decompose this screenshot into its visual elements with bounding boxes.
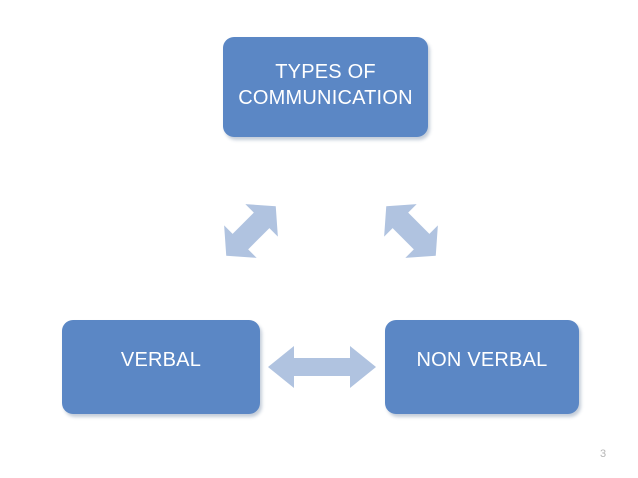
diagram-node-label: NON VERBAL [416, 349, 548, 372]
diagram-node-verbal[interactable]: VERBAL [62, 320, 260, 414]
diagram-node-types-of-communication[interactable]: TYPES OF COMMUNICATION [223, 37, 428, 137]
double-headed-diagonal-arrow-icon [224, 204, 278, 258]
diagram-node-label: TYPES OF COMMUNICATION [238, 61, 413, 109]
diagram-node-label: VERBAL [120, 349, 202, 372]
diagram-node-non-verbal[interactable]: NON VERBAL [385, 320, 579, 414]
double-headed-diagonal-arrow-icon [384, 204, 438, 258]
slide-number: 3 [599, 448, 607, 460]
double-headed-horizontal-arrow-icon [268, 346, 376, 388]
